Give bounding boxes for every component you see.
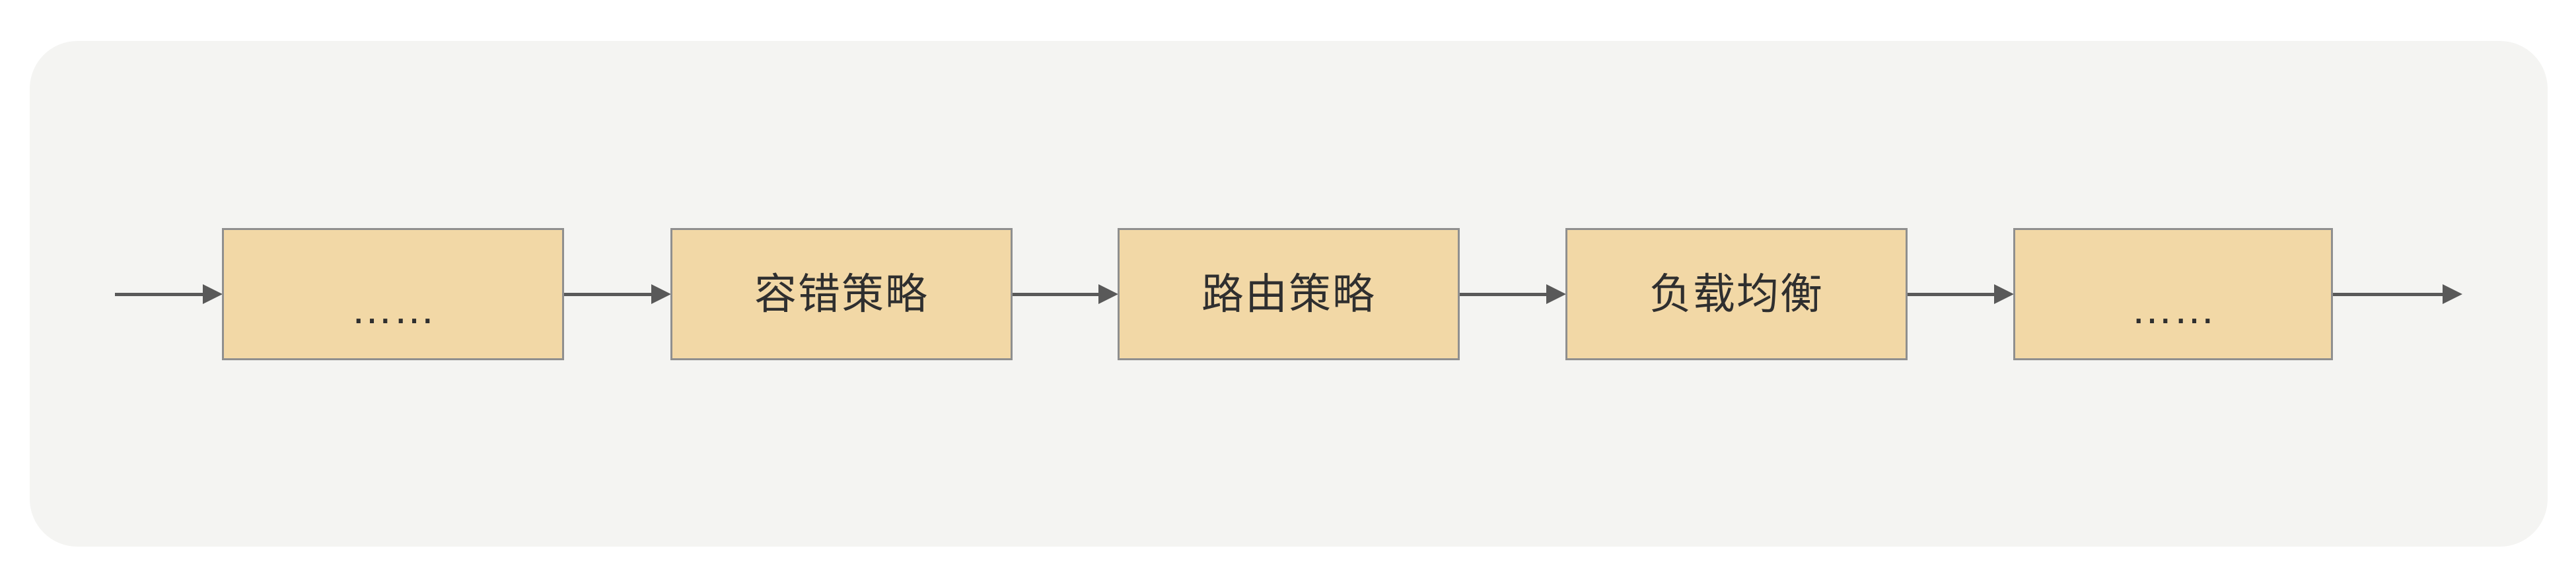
connector-shaft [2333,293,2443,296]
node-fault-tolerance[interactable]: 容错策略 [670,228,1013,360]
connector-shaft [1460,293,1547,296]
connector-shaft [564,293,652,296]
node-label: 容错策略 [754,270,929,318]
node-label: 负载均衡 [1649,270,1824,318]
arrow-head-icon [1546,284,1566,304]
pipeline-flow: …… 容错策略 路由策略 负载均衡 …… [0,228,2576,360]
connector-shaft [1908,293,1995,296]
node-ellipsis-start[interactable]: …… [222,228,564,360]
connector-arrow-2 [1013,284,1118,304]
arrow-head-icon [1098,284,1118,304]
arrow-head-icon [2443,284,2462,304]
connector-arrow-4 [1908,284,2014,304]
node-label: …… [351,285,435,332]
arrow-head-icon [203,284,223,304]
node-load-balance[interactable]: 负载均衡 [1565,228,1908,360]
node-label: …… [2131,285,2215,332]
connector-arrow-1 [564,284,671,304]
connector-arrow-inbound [115,284,223,304]
connector-arrow-outbound [2333,284,2462,304]
arrow-head-icon [651,284,671,304]
node-routing[interactable]: 路由策略 [1118,228,1460,360]
connector-shaft [1013,293,1099,296]
connector-shaft [115,293,203,296]
node-ellipsis-end[interactable]: …… [2013,228,2333,360]
arrow-head-icon [1994,284,2014,304]
connector-arrow-3 [1460,284,1566,304]
node-label: 路由策略 [1201,270,1376,318]
